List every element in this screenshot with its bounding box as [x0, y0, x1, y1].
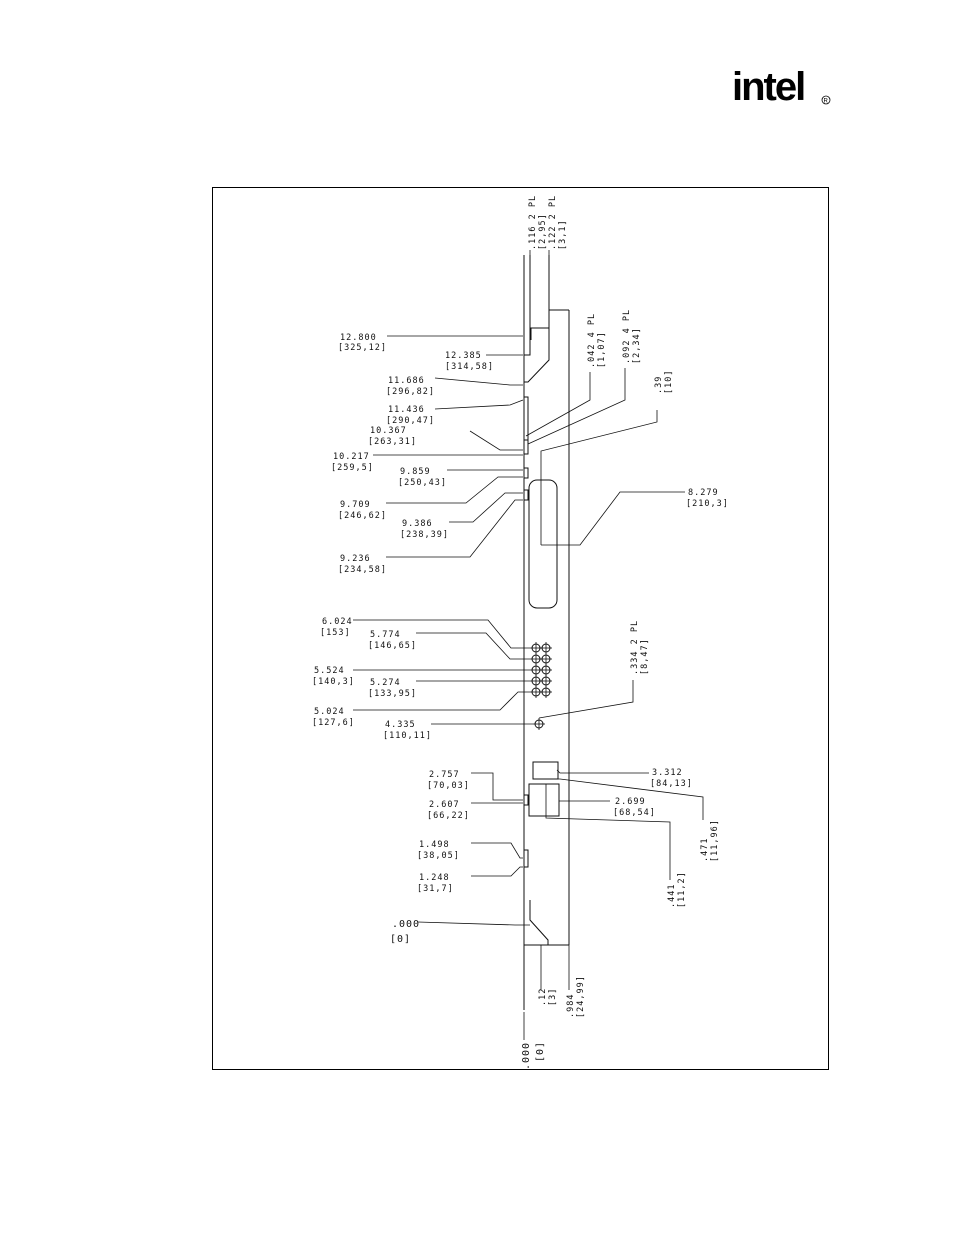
dimension-label-mm: [11,96]: [710, 819, 720, 862]
dimension-label-mm: [314,58]: [445, 362, 494, 372]
dimension-label: 9.859: [400, 467, 431, 477]
dimension-label-mm: [38,05]: [417, 851, 460, 861]
dimension-label: 6.024: [322, 617, 353, 627]
hole-pattern: [530, 642, 552, 730]
dimension-label: 10.217: [333, 452, 370, 462]
dimension-label: .39: [654, 376, 664, 394]
left-dimension-labels: 12.800 [325,12] 12.385 [314,58] 11.686 […: [312, 333, 494, 945]
registered-mark: R: [824, 99, 829, 105]
hole-icon: [540, 686, 552, 698]
dimension-label: .092 4 PL: [622, 309, 632, 364]
dimension-label-mm: [238,39]: [400, 530, 449, 540]
dimension-label: 2.757: [429, 770, 460, 780]
leader-lines: [353, 250, 704, 1040]
dimension-label-mm: [2,34]: [632, 327, 642, 364]
dimension-label-mm: [133,95]: [368, 689, 417, 699]
dimension-label: .334 2 PL: [630, 620, 640, 675]
hole-icon: [540, 675, 552, 687]
dimension-label-mm: [8,47]: [640, 638, 650, 675]
dimension-label: 9.709: [340, 500, 371, 510]
dimension-label-mm: [11,2]: [677, 871, 687, 908]
right-dimension-labels: 8.279 [210,3] 3.312 [84,13] 2.699 [68,54…: [613, 488, 729, 818]
dimension-label: 5.524: [314, 666, 345, 676]
dimension-label: 2.607: [429, 800, 460, 810]
dimension-label: .984: [566, 994, 576, 1018]
dimension-label-mm: [246,62]: [338, 511, 387, 521]
dimension-label-mm: [31,7]: [417, 884, 454, 894]
dimension-label: 8.279: [688, 488, 719, 498]
dimension-label: 3.312: [652, 768, 683, 778]
dimension-label-mm: [2,95]: [538, 213, 548, 250]
dimension-label: 1.498: [419, 840, 450, 850]
dimension-label-mm: [0]: [535, 1041, 546, 1062]
intel-logo: intel R: [732, 62, 832, 118]
dimension-label: 10.367: [370, 426, 407, 436]
dimension-label: 9.236: [340, 554, 371, 564]
dimension-label: 5.024: [314, 707, 345, 717]
dimension-label-mm: [259,5]: [331, 463, 374, 473]
dimension-label: 1.248: [419, 873, 450, 883]
dimension-label: .042 4 PL: [587, 313, 597, 368]
dimension-label: 5.274: [370, 678, 401, 688]
dimension-label-mm: [153]: [320, 628, 351, 638]
dimension-label: 4.335: [385, 720, 416, 730]
dimension-label-mm: [146,65]: [368, 641, 417, 651]
logo-wordmark: intel: [732, 65, 804, 109]
dimension-label-mm: [3]: [548, 988, 558, 1006]
dimension-label-mm: [296,82]: [386, 387, 435, 397]
dimension-label-mm: [263,31]: [368, 437, 417, 447]
dimension-label: .471: [700, 838, 710, 862]
dimension-label-mm: [110,11]: [383, 731, 432, 741]
dimension-label: 11.686: [388, 376, 425, 386]
dimension-label-mm: [68,54]: [613, 808, 656, 818]
dimension-label-mm: [234,58]: [338, 565, 387, 575]
dimension-label-mm: [84,13]: [650, 779, 693, 789]
dimension-label-mm: [3,1]: [558, 219, 568, 250]
dimension-label: 12.800: [340, 333, 377, 343]
hole-icon: [540, 664, 552, 676]
dimension-label-mm: [1,07]: [597, 331, 607, 368]
dimension-label: .000: [521, 1042, 532, 1070]
dimension-label-mm: [127,6]: [312, 718, 355, 728]
dimension-label: 11.436: [388, 405, 425, 415]
dimension-label-mm: [140,3]: [312, 677, 355, 687]
dimension-label: .122 2 PL: [548, 195, 558, 250]
dimension-label-mm: [70,03]: [427, 781, 470, 791]
dimension-label: 2.699: [615, 797, 646, 807]
dimension-label: .441: [667, 884, 677, 908]
dimension-label-mm: [0]: [390, 934, 411, 945]
hole-icon: [540, 653, 552, 665]
drawing-frame: [212, 187, 829, 1070]
dimension-label: .12: [538, 988, 548, 1006]
hole-icon: [540, 642, 552, 654]
dimension-label: 9.386: [402, 519, 433, 529]
dimension-label-mm: [24,99]: [576, 975, 586, 1018]
registered-mark-icon: [821, 95, 831, 105]
dimension-label-mm: [250,43]: [398, 478, 447, 488]
dimension-label: 12.385: [445, 351, 482, 361]
dimension-label-mm: [290,47]: [386, 416, 435, 426]
dimension-label-mm: [10]: [664, 370, 674, 394]
dimension-label-mm: [66,22]: [427, 811, 470, 821]
dimension-label-mm: [210,3]: [686, 499, 729, 509]
hole-icon: [533, 718, 545, 730]
dimension-label-mm: [325,12]: [338, 343, 387, 353]
part-outline: [523, 255, 570, 1010]
dimension-label: .116 2 PL: [528, 195, 538, 250]
dimension-label: .000: [392, 919, 420, 930]
dimension-label: 5.774: [370, 630, 401, 640]
rotated-dimension-labels: .116 2 PL [2,95] .122 2 PL [3,1] .042 4 …: [521, 195, 720, 1070]
